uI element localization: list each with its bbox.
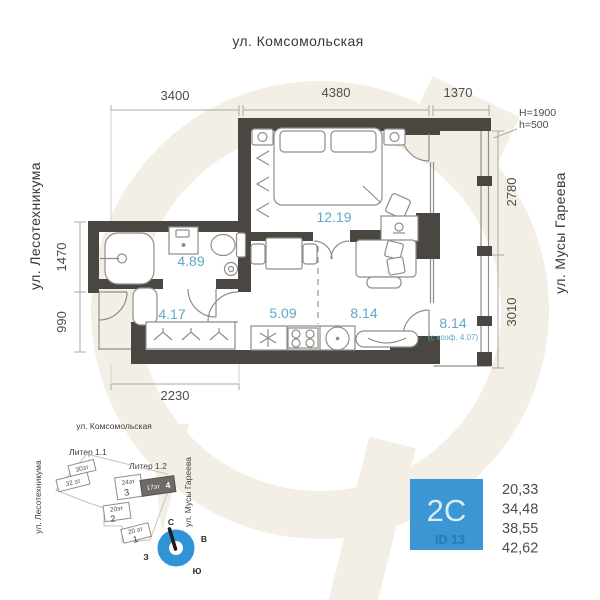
dim-top-2: 4380 bbox=[322, 85, 351, 100]
water-heater-icon bbox=[223, 261, 239, 277]
compass-east: В bbox=[201, 534, 207, 544]
minimap-liter-1: Литер 1.1 bbox=[69, 447, 107, 457]
dim-right-1: 2780 bbox=[504, 178, 519, 207]
minimap-building-1: 20 эт 1 bbox=[120, 522, 152, 545]
compass-icon: С В З Ю bbox=[143, 517, 207, 576]
dining-table-icon bbox=[250, 237, 318, 270]
plan-labels: ул. Комсомольская ул. Лесотехникума ул. … bbox=[27, 33, 568, 403]
area-balcony: 8.14 bbox=[439, 315, 466, 331]
minimap-building-4-highlight: 17эт 4 bbox=[139, 475, 177, 497]
wardrobe-hooks-icon bbox=[255, 150, 270, 218]
washing-machine-icon bbox=[168, 226, 199, 255]
toilet-icon bbox=[210, 232, 247, 258]
summary: 2С ID 13 20,33 34,48 38,55 42,62 bbox=[410, 479, 538, 557]
area-kitchen: 5.09 bbox=[269, 305, 296, 321]
street-top-label: ул. Комсомольская bbox=[232, 33, 363, 49]
svg-text:4: 4 bbox=[165, 480, 171, 491]
radiator-icon bbox=[355, 330, 419, 348]
street-left-label: ул. Лесотехникума bbox=[27, 162, 43, 290]
dim-right-2: 3010 bbox=[504, 298, 519, 327]
svg-text:20эт: 20эт bbox=[110, 505, 124, 514]
summary-area-3: 38,55 bbox=[502, 521, 538, 537]
svg-text:30эт: 30эт bbox=[75, 464, 90, 474]
type-badge bbox=[410, 479, 483, 550]
bath-sink-icon bbox=[100, 232, 155, 285]
svg-text:32 эт: 32 эт bbox=[65, 478, 81, 488]
area-bathroom: 4.89 bbox=[177, 253, 204, 269]
street-right-label: ул. Мусы Гареева bbox=[552, 172, 568, 294]
type-badge-id: ID 13 bbox=[435, 533, 465, 547]
minimap-parcel-outline bbox=[55, 453, 168, 543]
svg-text:3: 3 bbox=[124, 487, 130, 498]
bathroom-door bbox=[187, 288, 217, 318]
hall-kitchen-door bbox=[207, 291, 239, 323]
dim-top-1: 3400 bbox=[161, 88, 190, 103]
fridge-icon bbox=[259, 329, 277, 347]
compass-west: З bbox=[143, 552, 148, 562]
minimap-building-2: 20эт 2 bbox=[102, 501, 132, 524]
type-badge-label: 2С bbox=[427, 493, 467, 528]
watermark bbox=[91, 76, 549, 600]
svg-text:17эт: 17эт bbox=[146, 483, 160, 492]
minimap-liter-2: Литер 1.2 bbox=[129, 461, 167, 471]
compass-north: С bbox=[168, 517, 174, 527]
minimap-building-32: 32 эт bbox=[55, 471, 91, 493]
svg-text:24эт: 24эт bbox=[121, 478, 135, 487]
minimap-street-right: ул. Мусы Гареева bbox=[183, 457, 193, 527]
watermark-bar bbox=[328, 436, 416, 600]
hall-wardrobe-icon bbox=[132, 287, 158, 326]
watermark-ring bbox=[91, 81, 549, 539]
minimap-street-left: ул. Лесотехникума bbox=[33, 460, 43, 534]
stove-icon bbox=[287, 327, 319, 349]
height-note-1: H=1900 bbox=[519, 107, 556, 119]
kitchen-sink-icon bbox=[325, 326, 350, 351]
dim-bottom: 2230 bbox=[161, 388, 190, 403]
height-note-2: h=500 bbox=[519, 119, 549, 131]
svg-text:20 эт: 20 эт bbox=[127, 526, 143, 536]
area-balcony-note: (с коэф. 4.07) bbox=[428, 333, 479, 342]
hanger-rack-icon bbox=[145, 321, 236, 350]
dimension-lines bbox=[74, 105, 518, 390]
minimap: ул. Комсомольская ул. Лесотехникума ул. … bbox=[33, 421, 207, 576]
area-hall: 4.17 bbox=[158, 306, 185, 322]
dim-left-1: 1470 bbox=[54, 243, 69, 272]
svg-text:2: 2 bbox=[110, 513, 116, 524]
compass-south: Ю bbox=[193, 566, 202, 576]
minimap-street-top: ул. Комсомольская bbox=[76, 421, 152, 431]
kitchen-counter bbox=[250, 325, 356, 351]
desk-chair-icon bbox=[385, 193, 411, 219]
area-bedroom: 12.19 bbox=[316, 209, 351, 225]
svg-text:1: 1 bbox=[132, 534, 139, 545]
area-living: 8.14 bbox=[350, 305, 377, 321]
entrance-door bbox=[98, 291, 128, 321]
sofa-icon bbox=[355, 239, 417, 289]
bedroom-double-door bbox=[313, 240, 350, 260]
dim-top-3: 1370 bbox=[444, 85, 473, 100]
summary-area-2: 34,48 bbox=[502, 502, 538, 518]
desk-icon bbox=[380, 215, 419, 242]
bed-icon bbox=[251, 127, 406, 206]
minimap-building-3: 24эт 3 bbox=[114, 473, 144, 501]
furniture bbox=[100, 127, 419, 351]
summary-area-1: 20,33 bbox=[502, 482, 538, 498]
dim-left-2: 990 bbox=[54, 311, 69, 333]
summary-area-4: 42,62 bbox=[502, 541, 538, 557]
